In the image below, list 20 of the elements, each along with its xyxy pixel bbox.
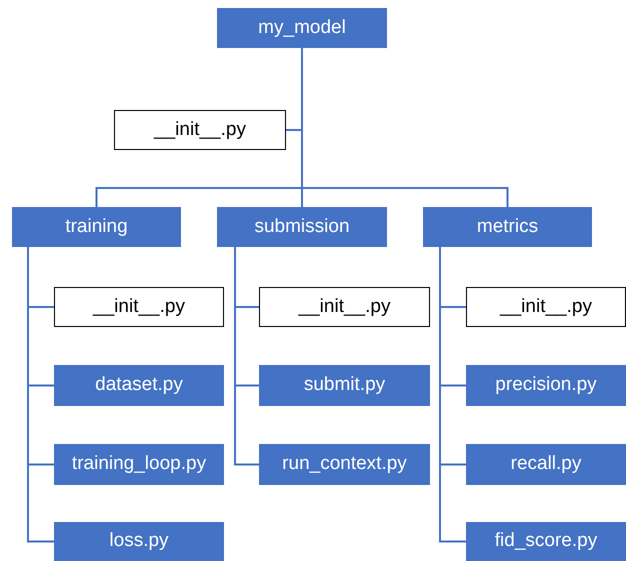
connector-line bbox=[27, 247, 54, 542]
folder-box: my_model bbox=[217, 8, 387, 48]
folder-box: training_loop.py bbox=[54, 444, 224, 485]
file-box: __init__.py bbox=[54, 287, 224, 327]
folder-box: recall.py bbox=[466, 444, 626, 485]
folder-box: fid_score.py bbox=[466, 522, 626, 561]
folder-box: dataset.py bbox=[54, 365, 224, 406]
connector-line bbox=[301, 48, 508, 207]
file-box: __init__.py bbox=[259, 287, 430, 327]
folder-box: submit.py bbox=[259, 365, 430, 406]
folder-box: submission bbox=[217, 207, 387, 247]
connector-line bbox=[439, 247, 466, 542]
folder-box: loss.py bbox=[54, 522, 224, 561]
folder-box: precision.py bbox=[466, 365, 626, 406]
connector-line bbox=[234, 247, 259, 466]
file-box: __init__.py bbox=[114, 110, 286, 150]
folder-box: run_context.py bbox=[259, 444, 430, 485]
file-box: __init__.py bbox=[466, 287, 626, 327]
folder-box: metrics bbox=[423, 207, 592, 247]
folder-box: training bbox=[12, 207, 181, 247]
